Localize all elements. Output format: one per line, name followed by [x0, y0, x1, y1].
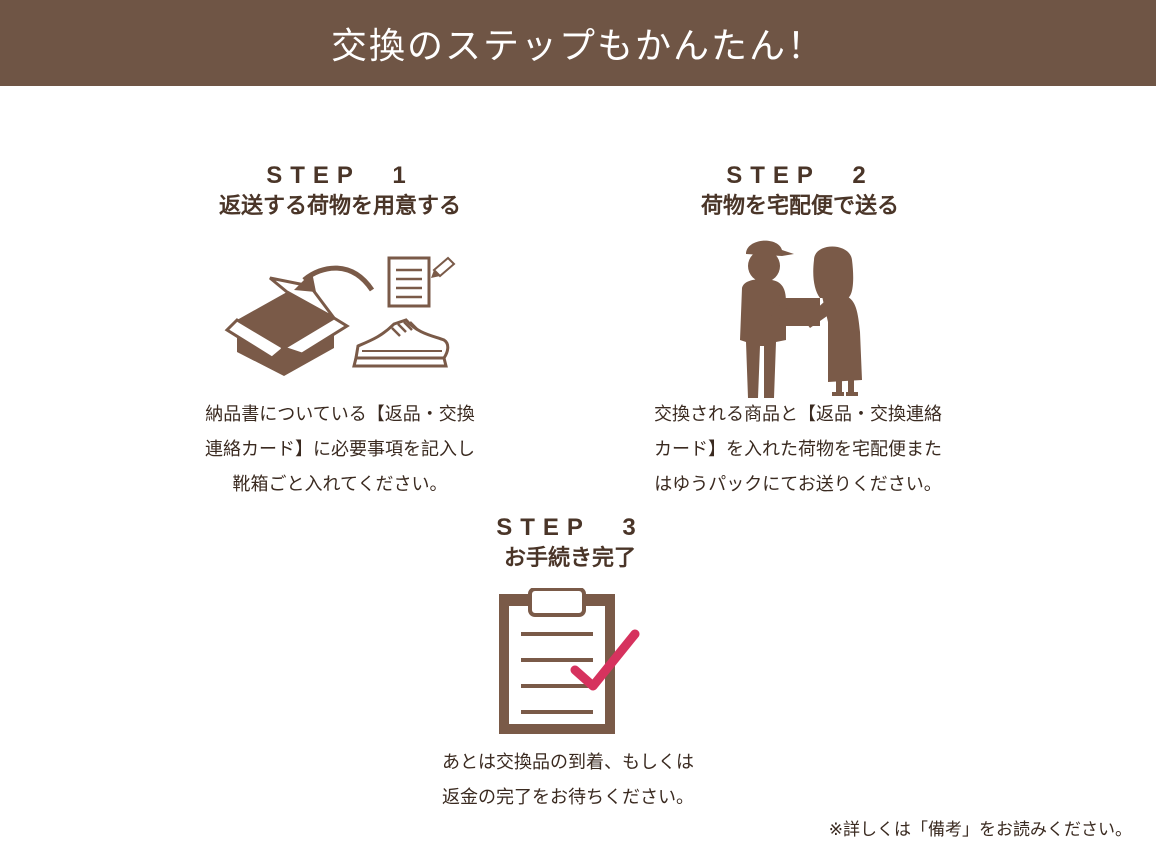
- step-3-label: STEP 3: [496, 514, 644, 541]
- delivery-handover-icon: [740, 240, 862, 398]
- step-1-description: 納品書についている【返品・交換 連絡カード】に必要事項を記入し 靴箱ごと入れてく…: [160, 397, 520, 502]
- step-1-heading: STEP 1 返送する荷物を用意する: [190, 162, 490, 222]
- step-1-desc-line-3: 靴箱ごと入れてください。: [232, 474, 448, 495]
- step-2-title: 荷物を宅配便で送る: [700, 194, 899, 219]
- step-1-title: 返送する荷物を用意する: [218, 194, 461, 219]
- footnote: ※詳しくは「備考」をお読みください。: [828, 820, 1132, 840]
- step-2-desc-line-2: カード】を入れた荷物を宅配便また: [654, 439, 942, 460]
- step-3-description: あとは交換品の到着、もしくは 返金の完了をお待ちください。: [388, 745, 748, 815]
- step-2-label: STEP 2: [726, 162, 874, 189]
- step-2-desc-line-3: はゆうパックにてお送りください。: [654, 474, 942, 495]
- step-2-description: 交換される商品と【返品・交換連絡 カード】を入れた荷物を宅配便また はゆうパック…: [618, 397, 978, 502]
- step-1-label: STEP 1: [266, 162, 414, 189]
- box-shoe-icon: [224, 256, 456, 376]
- step-2-heading: STEP 2 荷物を宅配便で送る: [650, 162, 950, 222]
- header-banner: 交換のステップもかんたん！: [0, 0, 1156, 86]
- step-3-heading: STEP 3 お手続き完了: [420, 514, 720, 574]
- step-3-desc-line-2: 返金の完了をお待ちください。: [442, 787, 694, 808]
- step-3-desc-line-1: あとは交換品の到着、もしくは: [442, 752, 694, 773]
- step-1-desc-line-2: 連絡カード】に必要事項を記入し: [205, 439, 475, 460]
- step-1-desc-line-1: 納品書についている【返品・交換: [205, 404, 475, 425]
- step-3-title: お手続き完了: [503, 546, 636, 571]
- page-title: 交換のステップもかんたん！: [330, 26, 825, 67]
- step-2-desc-line-1: 交換される商品と【返品・交換連絡: [654, 404, 942, 425]
- clipboard-check-icon: [499, 588, 640, 734]
